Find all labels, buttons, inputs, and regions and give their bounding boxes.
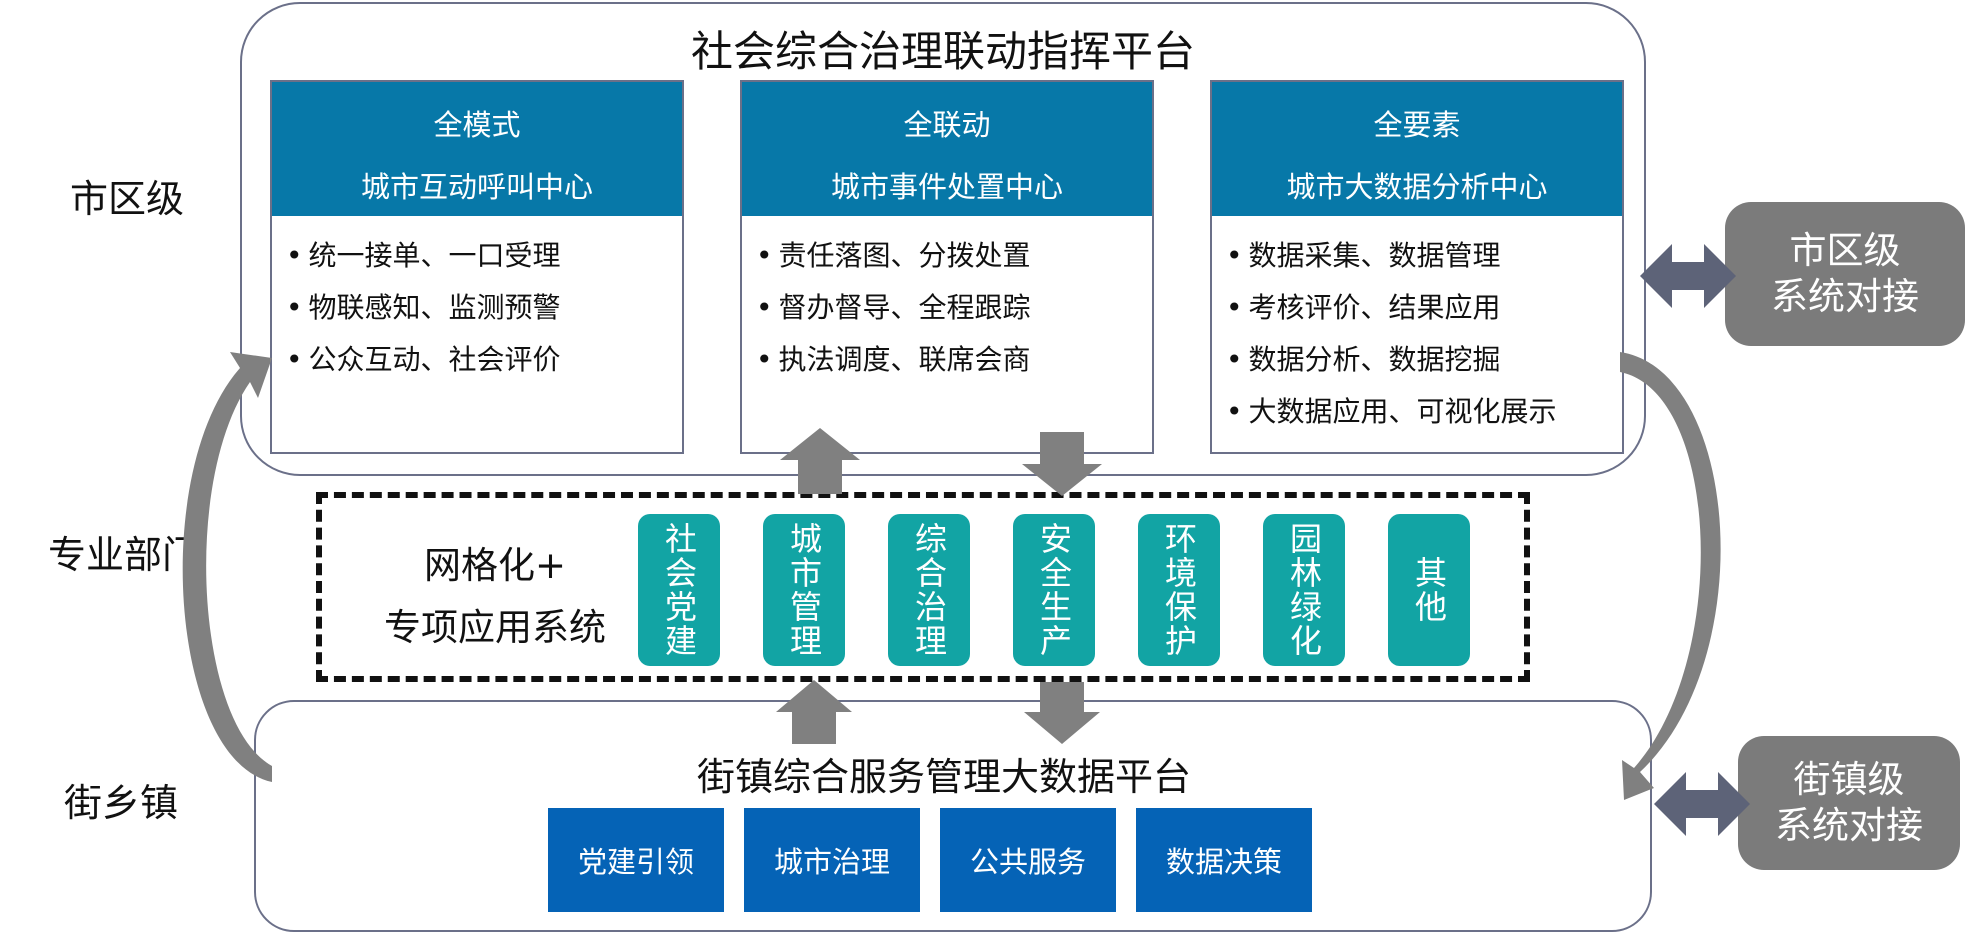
grid-system-title-line1: 网格化+ <box>423 544 566 587</box>
card-header: 全模式 城市互动呼叫中心 <box>272 82 682 216</box>
tile-safety-production[interactable]: 安全生产 <box>1013 514 1095 666</box>
tile-city-management[interactable]: 城市管理 <box>763 514 845 666</box>
tile-environment-protection[interactable]: 环境保护 <box>1138 514 1220 666</box>
tile-other[interactable]: 其他 <box>1388 514 1470 666</box>
left-curved-arrow-icon <box>182 352 272 782</box>
list-item: 数据分析、数据挖掘 <box>1226 334 1622 386</box>
city-docking-box: 市区级 系统对接 <box>1725 202 1965 346</box>
card-event-center: 全联动 城市事件处置中心 责任落图、分拨处置 督办督导、全程跟踪 执法调度、联席… <box>740 80 1154 454</box>
street-button-data-decision[interactable]: 数据决策 <box>1136 808 1312 912</box>
street-docking-line2: 系统对接 <box>1775 804 1923 847</box>
card-item-list: 数据采集、数据管理 考核评价、结果应用 数据分析、数据挖掘 大数据应用、可视化展… <box>1212 216 1622 438</box>
card-item-list: 统一接单、一口受理 物联感知、监测预警 公众互动、社会评价 <box>272 216 682 386</box>
card-mode: 全模式 <box>433 108 521 142</box>
level-label-street: 街乡镇 <box>64 781 179 825</box>
card-call-center: 全模式 城市互动呼叫中心 统一接单、一口受理 物联感知、监测预警 公众互动、社会… <box>270 80 684 454</box>
card-title: 城市大数据分析中心 <box>1286 170 1548 204</box>
list-item: 责任落图、分拨处置 <box>756 230 1152 282</box>
street-button-city-governance[interactable]: 城市治理 <box>744 808 920 912</box>
street-docking-line1: 街镇级 <box>1793 758 1905 801</box>
card-header: 全联动 城市事件处置中心 <box>742 82 1152 216</box>
city-platform-title: 社会综合治理联动指挥平台 <box>690 27 1195 76</box>
list-item: 执法调度、联席会商 <box>756 334 1152 386</box>
card-mode: 全联动 <box>903 108 991 142</box>
card-title: 城市事件处置中心 <box>830 170 1063 204</box>
list-item: 数据采集、数据管理 <box>1226 230 1622 282</box>
tile-landscaping[interactable]: 园林绿化 <box>1263 514 1345 666</box>
up-arrow-icon <box>780 428 860 494</box>
card-header: 全要素 城市大数据分析中心 <box>1212 82 1622 216</box>
list-item: 督办督导、全程跟踪 <box>756 282 1152 334</box>
list-item: 大数据应用、可视化展示 <box>1226 386 1622 438</box>
down-arrow-icon <box>1024 682 1100 744</box>
card-mode: 全要素 <box>1373 108 1461 142</box>
right-curved-arrow-icon <box>1620 352 1721 800</box>
up-arrow-icon <box>776 680 852 744</box>
down-arrow-icon <box>1022 432 1102 496</box>
level-label-department: 专业部门 <box>48 533 201 577</box>
city-docking-line1: 市区级 <box>1789 229 1901 272</box>
double-arrow-icon <box>1654 772 1750 836</box>
list-item: 物联感知、监测预警 <box>286 282 682 334</box>
card-bigdata-center: 全要素 城市大数据分析中心 数据采集、数据管理 考核评价、结果应用 数据分析、数… <box>1210 80 1624 454</box>
city-docking-line2: 系统对接 <box>1771 275 1919 318</box>
grid-system-container <box>316 492 1530 682</box>
list-item: 统一接单、一口受理 <box>286 230 682 282</box>
street-docking-box: 街镇级 系统对接 <box>1738 736 1960 870</box>
grid-system-title: 网格化+ 专项应用系统 <box>370 535 620 659</box>
list-item: 公众互动、社会评价 <box>286 334 682 386</box>
list-item: 考核评价、结果应用 <box>1226 282 1622 334</box>
street-button-party-leading[interactable]: 党建引领 <box>548 808 724 912</box>
street-button-public-service[interactable]: 公共服务 <box>940 808 1116 912</box>
tile-party-building[interactable]: 社会党建 <box>638 514 720 666</box>
card-item-list: 责任落图、分拨处置 督办督导、全程跟踪 执法调度、联席会商 <box>742 216 1152 386</box>
card-title: 城市互动呼叫中心 <box>360 170 593 204</box>
double-arrow-icon <box>1640 244 1736 308</box>
street-platform-title: 街镇综合服务管理大数据平台 <box>696 755 1191 799</box>
grid-system-title-line2: 专项应用系统 <box>384 606 606 649</box>
tile-comprehensive-governance[interactable]: 综合治理 <box>888 514 970 666</box>
level-label-city: 市区级 <box>70 177 185 221</box>
